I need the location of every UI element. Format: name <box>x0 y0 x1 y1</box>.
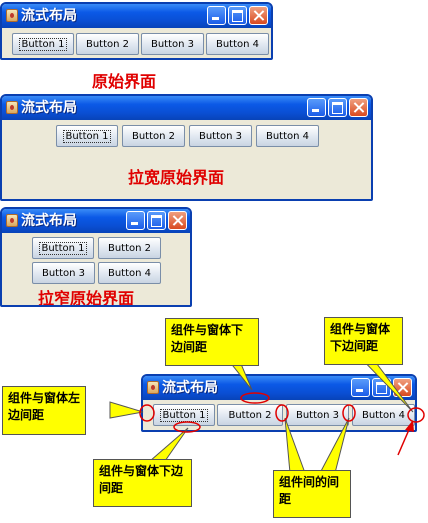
caption-original: 原始界面 <box>92 72 157 91</box>
maximize-icon[interactable] <box>328 98 347 117</box>
callout-pointer <box>148 427 189 462</box>
button-3[interactable]: Button 3 <box>189 125 252 147</box>
callout-component-gap: 组件间的间距 <box>273 470 351 518</box>
window-title: 流式布局 <box>162 380 218 396</box>
titlebar[interactable]: 流式布局 <box>143 376 415 400</box>
button-1[interactable]: Button 1 <box>32 237 94 259</box>
callout-left-gap: 组件与窗体左边间距 <box>2 386 86 435</box>
maximize-icon[interactable] <box>372 378 391 397</box>
button-4[interactable]: Button 4 <box>256 125 319 147</box>
button-3[interactable]: Button 3 <box>286 404 349 426</box>
close-icon[interactable] <box>349 98 368 117</box>
caption-widened: 拉宽原始界面 <box>128 168 225 187</box>
maximize-icon[interactable] <box>147 211 166 230</box>
button-2[interactable]: Button 2 <box>217 404 283 426</box>
java-app-icon <box>6 101 18 114</box>
button-2[interactable]: Button 2 <box>122 125 185 147</box>
button-3[interactable]: Button 3 <box>141 33 204 55</box>
close-icon[interactable] <box>393 378 412 397</box>
content-pane: Button 1 Button 2 Button 3 Button 4 <box>2 28 271 58</box>
button-2[interactable]: Button 2 <box>76 33 139 55</box>
caption-narrowed: 拉窄原始界面 <box>38 289 135 307</box>
callout-bottom-gap-bottom: 组件与窗体下边间距 <box>93 459 192 507</box>
titlebar[interactable]: 流式布局 <box>2 4 271 28</box>
callout-bottom-gap-right: 组件与窗体下边间距 <box>324 317 403 365</box>
minimize-icon[interactable] <box>126 211 145 230</box>
minimize-icon[interactable] <box>207 6 226 25</box>
button-3[interactable]: Button 3 <box>32 262 95 284</box>
button-1[interactable]: Button 1 <box>56 125 118 147</box>
close-icon[interactable] <box>249 6 268 25</box>
content-pane: Button 1 Button 2 Button 3 Button 4 拉宽原始… <box>2 120 371 199</box>
titlebar[interactable]: 流式布局 <box>2 209 190 233</box>
java-app-icon <box>6 9 18 22</box>
button-4[interactable]: Button 4 <box>98 262 161 284</box>
minimize-icon[interactable] <box>307 98 326 117</box>
button-2[interactable]: Button 2 <box>98 237 161 259</box>
content-pane: Button 1 Button 2 Button 3 Button 4 拉窄原始… <box>2 233 190 305</box>
window-widened: 流式布局 Button 1 Button 2 Button 3 Button 4… <box>0 94 373 201</box>
titlebar[interactable]: 流式布局 <box>2 96 371 120</box>
callout-pointer <box>109 401 144 419</box>
java-app-icon <box>6 214 18 227</box>
button-1[interactable]: Button 1 <box>12 33 74 55</box>
java-app-icon <box>147 381 159 394</box>
minimize-icon[interactable] <box>351 378 370 397</box>
content-pane: Button 1 Button 2 Button 3 Button 4 <box>143 400 415 430</box>
window-narrowed: 流式布局 Button 1 Button 2 Button 3 Button 4… <box>0 207 192 307</box>
callout-bottom-gap-top: 组件与窗体下边间距 <box>165 318 259 366</box>
window-original: 流式布局 Button 1 Button 2 Button 3 Button 4 <box>0 2 273 60</box>
window-title: 流式布局 <box>21 100 77 116</box>
close-icon[interactable] <box>168 211 187 230</box>
button-1[interactable]: Button 1 <box>153 404 215 426</box>
window-title: 流式布局 <box>21 213 77 229</box>
button-4[interactable]: Button 4 <box>206 33 269 55</box>
button-4[interactable]: Button 4 <box>352 404 415 426</box>
window-title: 流式布局 <box>21 8 77 24</box>
window-annotated: 流式布局 Button 1 Button 2 Button 3 Button 4 <box>141 374 417 432</box>
maximize-icon[interactable] <box>228 6 247 25</box>
